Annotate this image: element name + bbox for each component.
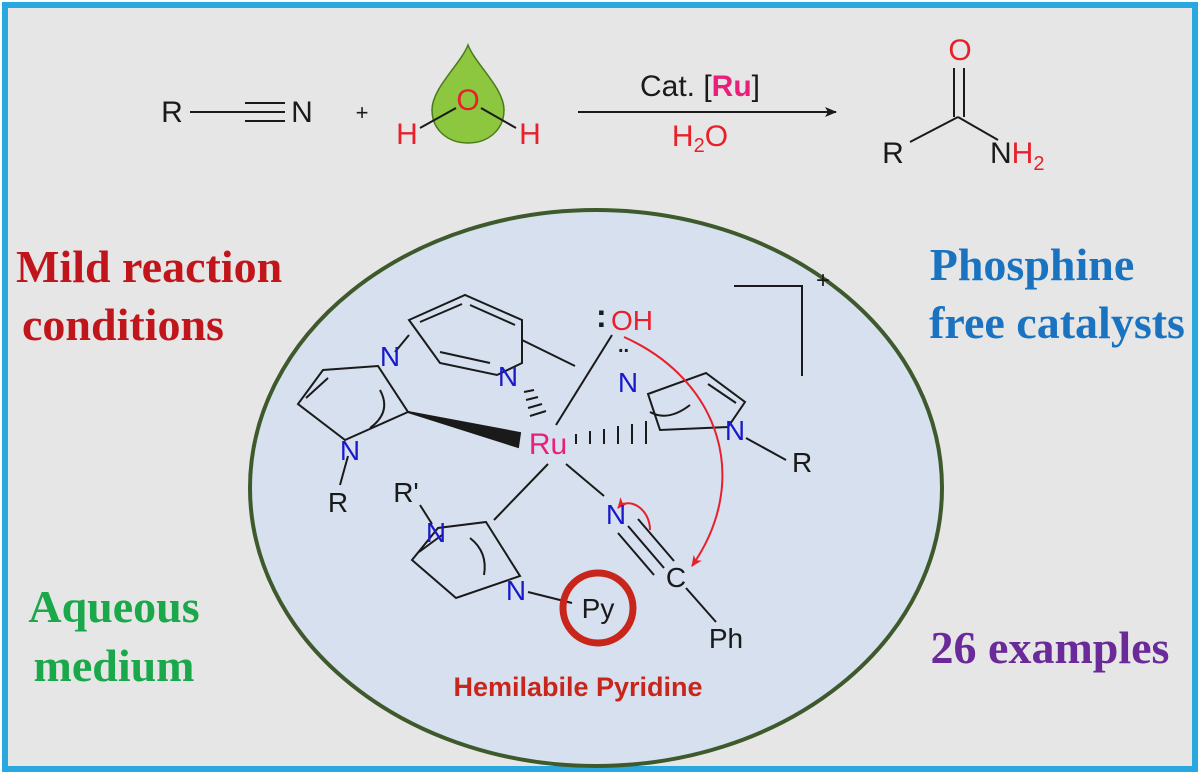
ruthenium-complex — [296, 285, 803, 647]
lower-imidazole-ring — [410, 520, 522, 600]
water-bond-left — [419, 107, 457, 129]
label-aqueous-line1: Aqueous — [28, 581, 199, 632]
py-label: Py — [582, 593, 615, 624]
oh-lone-pair: : — [596, 298, 607, 334]
oh-lone-pair-2: .. — [618, 335, 629, 357]
complex-labels: + : OH .. Ru N N N R N N R R' N N Py N C… — [328, 267, 830, 702]
hash-bond-top — [523, 389, 547, 417]
central-pyridine-ring — [407, 293, 523, 377]
charge-plus: + — [816, 267, 830, 294]
reactant-r: R — [161, 96, 183, 129]
catalyst-label: Cat. [Ru] — [640, 70, 760, 103]
right-n-bottom: N — [725, 415, 745, 446]
nitrile-n: N — [606, 499, 626, 530]
hemilabile-label: Hemilabile Pyridine — [453, 672, 702, 702]
r-prime: R' — [393, 477, 419, 508]
ru-center: Ru — [529, 428, 567, 461]
lower-n-bottom: N — [506, 575, 526, 606]
water-bond-right — [480, 107, 517, 129]
product-o: O — [948, 34, 971, 67]
left-r: R — [328, 487, 348, 518]
right-n-top: N — [618, 367, 638, 398]
left-imidazole-ring — [296, 364, 410, 442]
phenyl-label: Ph — [709, 623, 743, 654]
nitrile-c: C — [666, 562, 686, 593]
product-bond-left — [909, 116, 959, 143]
feature-labels: Mild reaction conditions Phosphine free … — [16, 239, 1185, 691]
hemilabile-pyridine-ring — [559, 569, 637, 647]
label-phosphine-line2: free catalysts — [929, 297, 1185, 348]
wedge-bond — [407, 411, 522, 449]
plus-sign: + — [356, 100, 369, 125]
right-imidazole-ring — [646, 371, 747, 432]
reactant-n: N — [291, 96, 313, 129]
product-bond-right — [957, 116, 999, 141]
water-h-right: H — [519, 118, 541, 151]
hydroxide-label: OH — [611, 305, 653, 336]
water-drop-icon — [431, 42, 505, 144]
left-n-bottom: N — [340, 435, 360, 466]
label-phosphine-line1: Phosphine — [930, 239, 1135, 290]
label-mild-line2: conditions — [22, 299, 224, 350]
water-h-left: H — [396, 118, 418, 151]
pyridine-n: N — [498, 361, 518, 392]
product-nh2: NH2 — [990, 137, 1044, 175]
hash-bond-right — [575, 421, 647, 444]
lower-n-top: N — [426, 517, 446, 548]
label-aqueous-line2: medium — [34, 640, 195, 691]
charge-bracket — [734, 285, 803, 376]
product-r: R — [882, 137, 904, 170]
attack-arrow — [623, 336, 724, 567]
left-n-top: N — [380, 341, 400, 372]
label-examples: 26 examples — [931, 622, 1170, 673]
reaction-scheme: R N + O H H Cat. [Ru] H2O O R NH2 — [161, 34, 1044, 175]
bond-shift-arrow — [617, 497, 651, 531]
label-mild-line1: Mild reaction — [16, 241, 282, 292]
solvent-label: H2O — [672, 120, 728, 157]
water-o: O — [456, 84, 479, 117]
right-r: R — [792, 447, 812, 478]
